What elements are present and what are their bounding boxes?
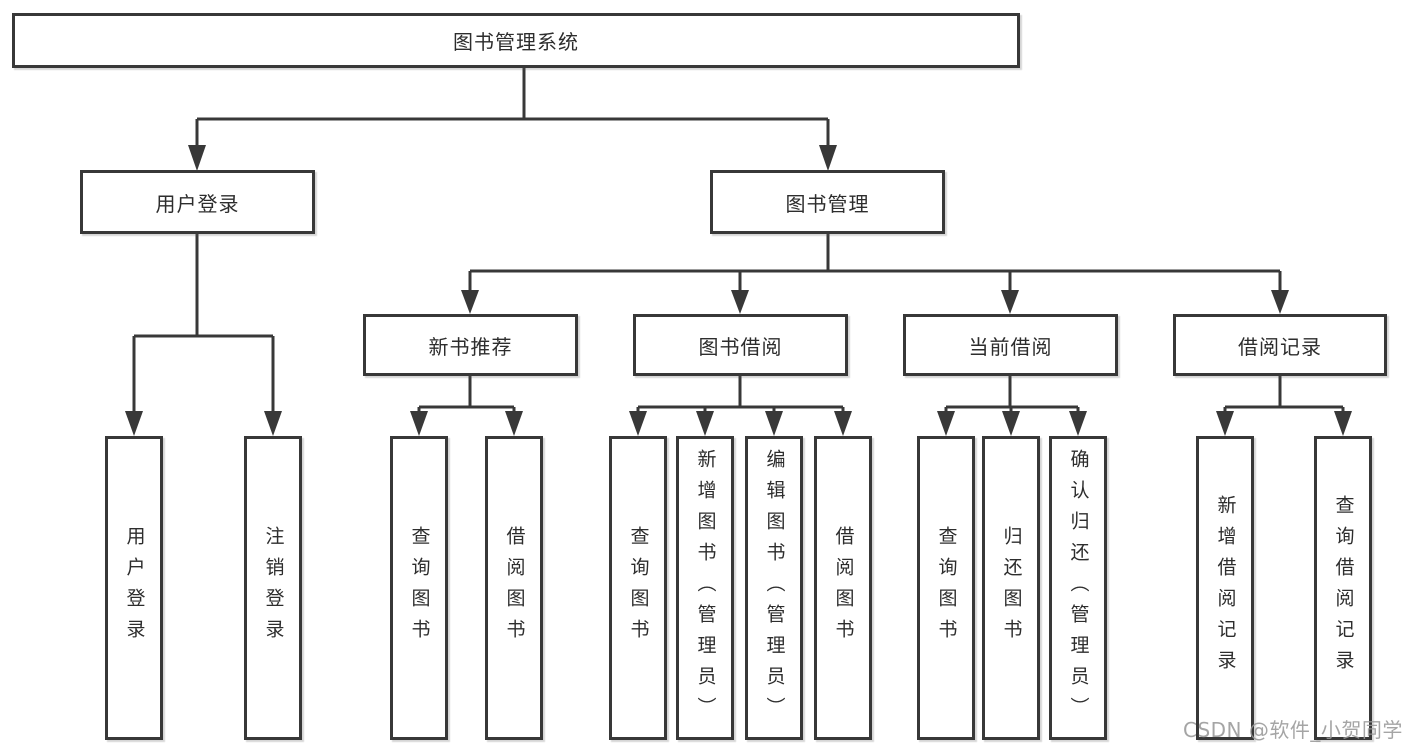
node-label: 用户登录 [155,191,240,216]
leaf-borrow-edit-books-admin: 编辑图书（管理员） [745,436,803,740]
node-label: 确认归还（管理员） [1067,448,1090,728]
leaf-records-add-record: 新增借阅记录 [1196,436,1254,740]
csdn-watermark: CSDN @软件_小贺同学 [1183,718,1403,742]
leaf-newbook-borrow-books: 借阅图书 [485,436,543,740]
leaf-borrow-borrow-books: 借阅图书 [814,436,872,740]
leaf-current-query-books: 查询图书 [917,436,975,740]
leaf-current-return-books: 归还图书 [982,436,1040,740]
node-label: 查询借阅记录 [1332,495,1355,681]
node-label: 查询图书 [935,526,958,650]
leaf-borrow-add-books-admin: 新增图书（管理员） [676,436,734,740]
leaf-user-login: 用户登录 [105,436,163,740]
leaf-newbook-query-books: 查询图书 [390,436,448,740]
node-label: 注销登录 [262,526,285,650]
node-new-book-recommend: 新书推荐 [363,314,578,376]
node-root-system: 图书管理系统 [12,13,1020,68]
node-label: 查询图书 [627,526,650,650]
node-label: 借阅图书 [832,526,855,650]
node-book-management: 图书管理 [710,170,945,234]
leaf-borrow-query-books: 查询图书 [609,436,667,740]
node-borrow-records: 借阅记录 [1173,314,1387,376]
node-label: 编辑图书（管理员） [763,448,786,728]
node-label: 新增图书（管理员） [694,448,717,728]
leaf-logout: 注销登录 [244,436,302,740]
node-user-login: 用户登录 [80,170,315,234]
node-label: 图书管理 [785,191,870,216]
node-current-borrow: 当前借阅 [903,314,1118,376]
node-label: 用户登录 [123,526,146,650]
node-book-borrow: 图书借阅 [633,314,848,376]
node-label: 借阅记录 [1238,334,1322,359]
node-label: 新书推荐 [428,334,513,359]
node-label: 当前借阅 [968,334,1053,359]
node-label: 图书借阅 [698,334,783,359]
node-label: 查询图书 [408,526,431,650]
node-label: 新增借阅记录 [1214,495,1237,681]
leaf-current-confirm-return-admin: 确认归还（管理员） [1049,436,1107,740]
node-label: 图书管理系统 [453,30,579,54]
leaf-records-query-record: 查询借阅记录 [1314,436,1372,740]
node-label: 归还图书 [1000,526,1023,650]
node-label: 借阅图书 [503,526,526,650]
